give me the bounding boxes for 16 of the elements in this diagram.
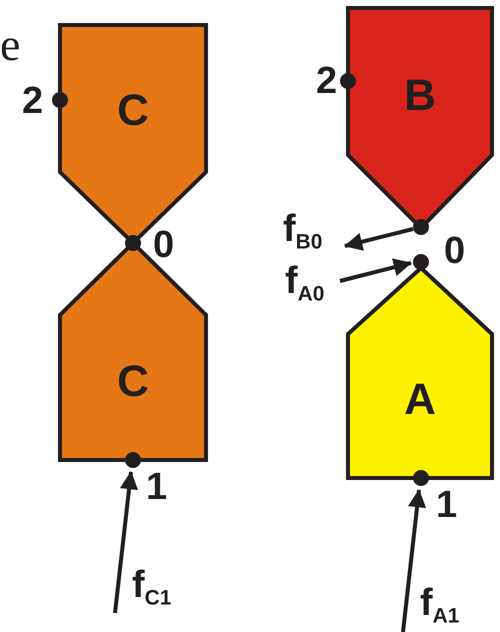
force-label: f$_{C1}$ — [132, 566, 172, 610]
block-label: B — [403, 74, 437, 118]
text-fragment: e — [0, 22, 20, 68]
point-number: 2 — [22, 82, 44, 120]
point-number: 1 — [146, 468, 168, 506]
point-number: 1 — [436, 486, 458, 524]
point-number: 2 — [316, 62, 338, 100]
block-label: A — [403, 378, 437, 422]
block-label: C — [116, 89, 150, 133]
force-label: f$_{B0}$ — [283, 210, 322, 254]
point-number: 0 — [153, 226, 174, 264]
hexagonal-block — [348, 268, 492, 478]
force-label: f$_{A0}$ — [285, 262, 324, 306]
block-label: C — [116, 360, 150, 404]
point-number: 0 — [444, 232, 466, 270]
force-label: f$_{A1}$ — [420, 584, 460, 628]
